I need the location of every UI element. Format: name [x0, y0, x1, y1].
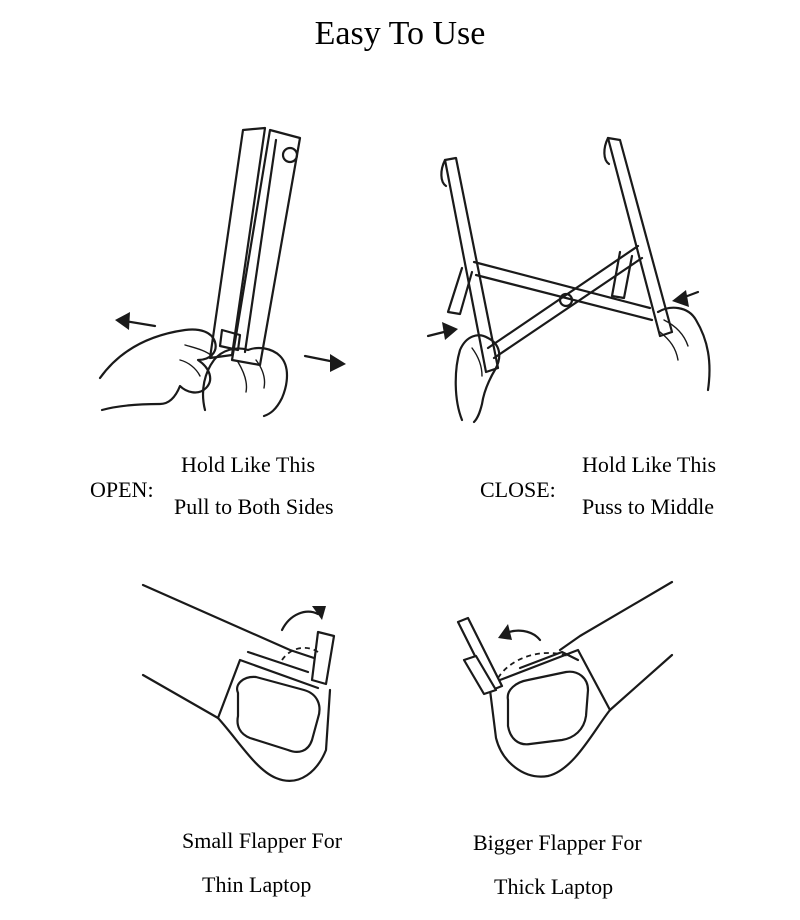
bigger-flapper-line-2: Thick Laptop [494, 874, 614, 899]
close-line-2: Puss to Middle [582, 494, 715, 519]
small-flapper-illustration [141, 583, 336, 782]
small-flapper-window [236, 675, 321, 753]
arrow-in-left-head [442, 322, 458, 340]
bigger-flapper-window [506, 670, 590, 746]
small-flapper [310, 630, 336, 686]
close-illustration [426, 136, 711, 424]
open-illustration [98, 126, 346, 418]
bigger-flapper-line-1: Bigger Flapper For [473, 830, 642, 855]
close-label: CLOSE: [480, 477, 556, 502]
small-flapper-line-1: Small Flapper For [182, 828, 343, 853]
arrow-right-head [330, 354, 346, 372]
open-line-2: Pull to Both Sides [174, 494, 334, 519]
arrow-left-line [123, 319, 157, 328]
right-hand [201, 346, 289, 418]
open-line-1: Hold Like This [181, 452, 316, 477]
right-hand [656, 306, 711, 392]
rotate-arrow [280, 610, 320, 632]
stand-pivot [558, 292, 574, 308]
page-title: Easy To Use [314, 15, 486, 52]
bigger-flapper-illustration [456, 580, 674, 778]
stand-hinge-hole [281, 146, 299, 164]
arrow-in-right-head [672, 290, 689, 307]
stand-frame-left [443, 156, 500, 374]
arrow-left-head [115, 312, 130, 330]
open-label: OPEN: [90, 477, 154, 502]
close-line-1: Hold Like This [582, 452, 717, 477]
small-flapper-line-2: Thin Laptop [202, 872, 312, 897]
left-hand [454, 334, 501, 424]
stand-frame-right [606, 136, 674, 338]
left-hand [98, 328, 217, 412]
